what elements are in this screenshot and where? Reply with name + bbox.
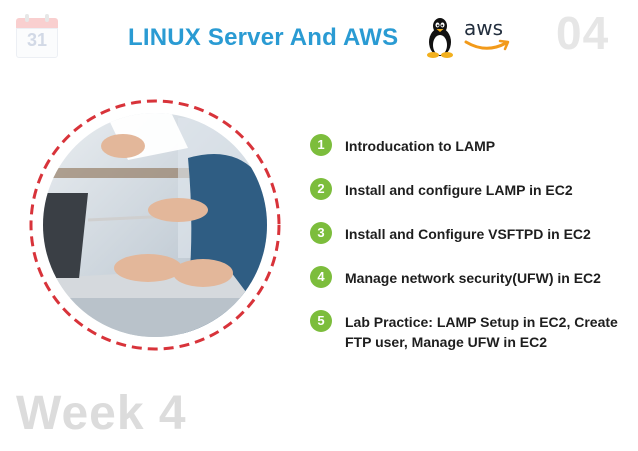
number-badge: 1: [310, 134, 332, 156]
topic-text: Lab Practice: LAMP Setup in EC2, Create …: [345, 314, 618, 350]
topic-text: Manage network security(UFW) in EC2: [345, 270, 601, 286]
number-badge: 4: [310, 266, 332, 288]
aws-smile-icon: [464, 39, 510, 51]
slide-number: 04: [556, 7, 610, 59]
topic-text: Introducation to LAMP: [345, 138, 496, 154]
calendar-icon: 31: [16, 14, 58, 58]
calendar-day: 31: [26, 30, 48, 50]
number-badge: 3: [310, 222, 332, 244]
tux-penguin-icon: [427, 18, 453, 58]
week-label: Week 4: [16, 387, 187, 440]
number-badge: 2: [310, 178, 332, 200]
aws-logo-text: aws: [464, 16, 504, 40]
aws-logo: aws: [464, 16, 514, 56]
topic-text: Install and configure LAMP in EC2: [345, 182, 573, 198]
number-badge: 5: [310, 310, 332, 332]
laptop-hands-photo: [29, 99, 281, 351]
topic-text: Install and Configure VSFTPD in EC2: [345, 226, 591, 242]
page-title: LINUX Server And AWS: [128, 24, 399, 51]
